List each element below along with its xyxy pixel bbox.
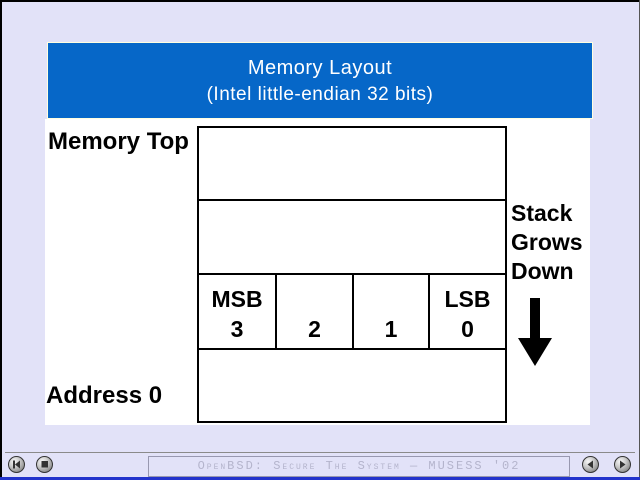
byte-cell-tag xyxy=(354,275,428,315)
byte-cell-tag xyxy=(277,275,352,315)
byte-cell-number: 0 xyxy=(461,316,474,342)
byte-cell-tag: LSB xyxy=(444,286,491,312)
next-arrow-icon xyxy=(620,460,626,469)
byte-cell-number: 2 xyxy=(308,316,321,342)
status-bar: OpenBSD: Secure The System — MUSESS '02 xyxy=(148,456,570,477)
stack-note-line: Grows xyxy=(511,229,583,255)
slide-title-banner: Memory Layout (Intel little-endian 32 bi… xyxy=(47,42,593,119)
byte-cell-number: 1 xyxy=(384,316,398,342)
byte-cell-2: 2 xyxy=(277,275,354,348)
memory-row-bottom xyxy=(199,350,505,421)
window-border-left xyxy=(0,0,2,477)
byte-cell-number: 3 xyxy=(230,316,244,342)
byte-cell-3-msb: MSB 3 xyxy=(199,275,277,348)
stop-icon xyxy=(41,461,48,468)
memory-row-bytes: MSB 3 2 1 LSB 0 xyxy=(199,275,505,350)
down-arrow-icon xyxy=(518,298,552,366)
memory-row-2 xyxy=(199,201,505,275)
byte-cell-0-lsb: LSB 0 xyxy=(430,275,505,348)
stack-grows-down-label: Stack Grows Down xyxy=(511,199,589,286)
byte-cell-tag: MSB xyxy=(211,286,263,312)
skip-to-start-button[interactable] xyxy=(8,456,25,473)
skip-to-start-icon xyxy=(13,460,20,469)
footer-divider xyxy=(5,452,635,453)
window-border-top xyxy=(0,0,640,2)
byte-cell-1: 1 xyxy=(354,275,430,348)
stop-button[interactable] xyxy=(36,456,53,473)
window-bottom-strip xyxy=(0,477,640,480)
address-zero-label: Address 0 xyxy=(46,382,163,409)
memory-layout-diagram: MSB 3 2 1 LSB 0 xyxy=(197,126,507,423)
slide-title: Memory Layout xyxy=(247,57,393,79)
slide-content-area: Memory Top Address 0 MSB 3 2 1 xyxy=(45,119,590,425)
previous-slide-button[interactable] xyxy=(582,456,599,473)
stack-note-line: Stack xyxy=(511,200,573,226)
stack-note-line: Down xyxy=(511,258,574,284)
slide-subtitle: (Intel little-endian 32 bits) xyxy=(206,84,434,105)
memory-top-label: Memory Top xyxy=(48,128,189,155)
previous-arrow-icon xyxy=(587,460,593,469)
memory-row-top xyxy=(199,128,505,201)
next-slide-button[interactable] xyxy=(614,456,631,473)
